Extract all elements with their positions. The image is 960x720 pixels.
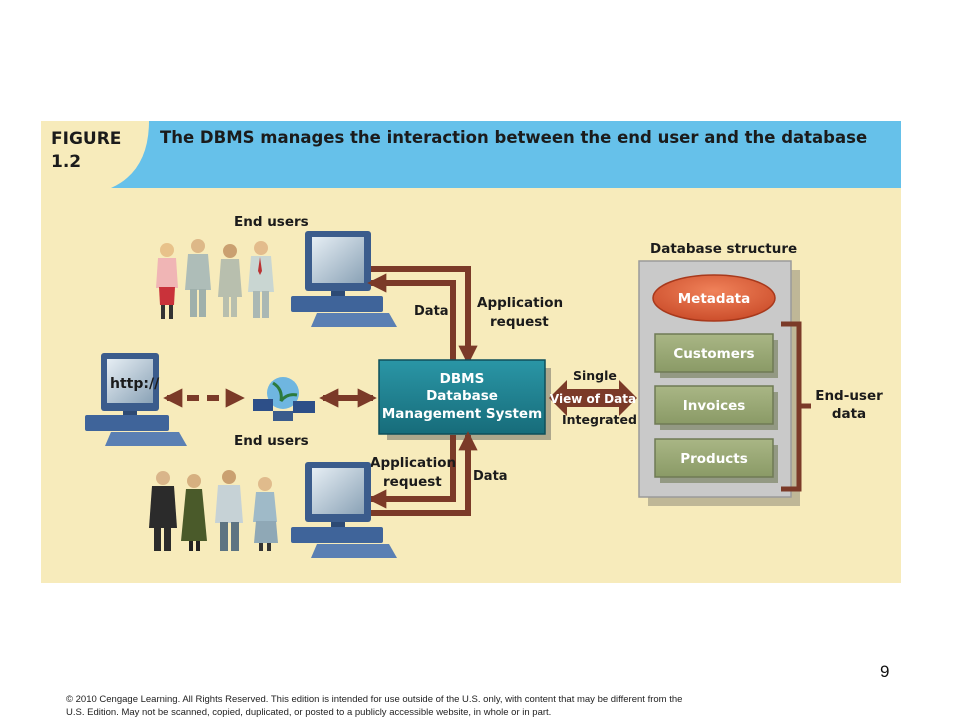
dbms-label-1: DBMS [440, 371, 485, 387]
table-label: Customers [673, 346, 754, 362]
view-of-data-arrow: View of Data [549, 380, 637, 416]
figure-title: The DBMS manages the interaction between… [160, 128, 867, 147]
view-of-data-label: View of Data [550, 392, 636, 406]
person-icon [149, 471, 177, 551]
figure-label-tab [41, 121, 149, 188]
single-label: Single [573, 368, 617, 383]
end-users-top-label: End users [234, 214, 309, 230]
end-user-data-bracket [781, 321, 811, 492]
page-number: 9 [880, 662, 890, 681]
arrows-bottom [367, 431, 478, 516]
end-users-middle-label: End users [234, 433, 309, 449]
figure-header-band [41, 121, 901, 188]
person-icon [253, 477, 278, 551]
app-request-bottom-label-2: request [383, 474, 442, 490]
integrated-label: Integrated [562, 412, 637, 427]
end-user-data-label-2: data [832, 406, 866, 422]
end-user-data-label-1: End-user [815, 388, 883, 404]
metadata-label: Metadata [678, 291, 751, 307]
computer-icon-top [291, 231, 397, 327]
data-top-label: Data [414, 304, 449, 319]
dbms-box: DBMS Database Management System [378, 359, 551, 440]
copyright-line-2: U.S. Edition. May not be scanned, copied… [66, 707, 552, 718]
person-icon [185, 239, 211, 317]
table-customers: Customers [654, 333, 778, 378]
computer-icon-http [85, 353, 187, 446]
db-structure-title: Database structure [650, 241, 797, 257]
copyright-line-1: © 2010 Cengage Learning. All Rights Rese… [66, 694, 683, 705]
computer-icon-bottom [291, 462, 397, 558]
arrows-top [367, 266, 478, 365]
person-icon [156, 243, 178, 319]
table-products: Products [654, 438, 778, 483]
http-label: http:// [110, 376, 160, 392]
app-request-bottom-label-1: Application [370, 455, 456, 471]
end-users-group-top [156, 239, 274, 319]
app-request-top-label-1: Application [477, 295, 563, 311]
table-label: Products [680, 451, 748, 467]
figure: FIGURE 1.2 The DBMS manages the interact… [41, 121, 901, 583]
person-icon [181, 474, 207, 551]
app-request-top-label-2: request [490, 314, 549, 330]
figure-label-line1: FIGURE [51, 129, 121, 149]
network-icon [253, 377, 315, 421]
metadata-node: Metadata [652, 274, 776, 322]
end-users-group-bottom [149, 470, 278, 551]
data-bottom-label: Data [473, 469, 508, 484]
dbms-label-3: Management System [382, 406, 542, 422]
figure-label-line2: 1.2 [51, 152, 81, 172]
copyright-notice: © 2010 Cengage Learning. All Rights Rese… [66, 693, 826, 719]
dbms-label-2: Database [426, 388, 498, 404]
person-icon [215, 470, 243, 551]
table-label: Invoices [683, 398, 746, 414]
person-icon [218, 244, 242, 317]
table-invoices: Invoices [654, 385, 778, 430]
person-icon [248, 241, 274, 318]
